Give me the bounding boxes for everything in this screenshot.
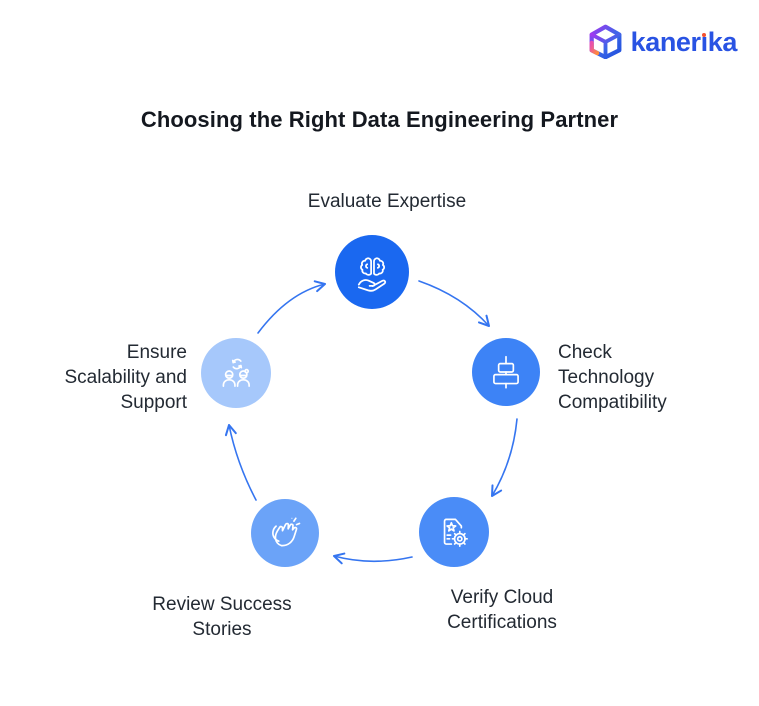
- page-title: Choosing the Right Data Engineering Part…: [140, 106, 619, 132]
- arrow-top-to-right-icon: [418, 280, 491, 328]
- step-label-ensure-scalability-support: Ensure Scalability and Support: [64, 342, 187, 413]
- arrow-bottomleft-to-left-icon: [224, 423, 257, 501]
- step-circle-review-success-stories: [251, 499, 319, 567]
- logo-i-dot: [701, 32, 707, 37]
- arrow-bottomright-to-bottomleft-icon: [332, 552, 413, 565]
- certificate-gear-icon: [443, 518, 468, 548]
- step-label-review-success-stories: Review Success Stories: [152, 594, 292, 640]
- step-label-verify-cloud-certifications: Verify Cloud Certifications: [447, 587, 557, 633]
- kanerika-cube-icon: [589, 24, 622, 59]
- step-label-check-technology-compatibility: Check Technology Compatibility: [558, 342, 667, 413]
- step-circle-evaluate-expertise: [335, 235, 409, 309]
- step-label-evaluate-expertise: Evaluate Expertise: [307, 191, 467, 212]
- align-center-icon: [493, 355, 519, 389]
- step-circle-check-technology-compatibility: [472, 338, 540, 406]
- step-circle-verify-cloud-certifications: [419, 497, 489, 567]
- arrow-right-to-bottomright-icon: [490, 418, 518, 498]
- step-circle-ensure-scalability-support: [201, 338, 271, 408]
- brain-in-hand-icon: [357, 257, 387, 292]
- clapping-hands-icon: [272, 517, 301, 547]
- team-sync-icon: [222, 358, 250, 387]
- arrow-left-to-top-icon: [257, 280, 327, 334]
